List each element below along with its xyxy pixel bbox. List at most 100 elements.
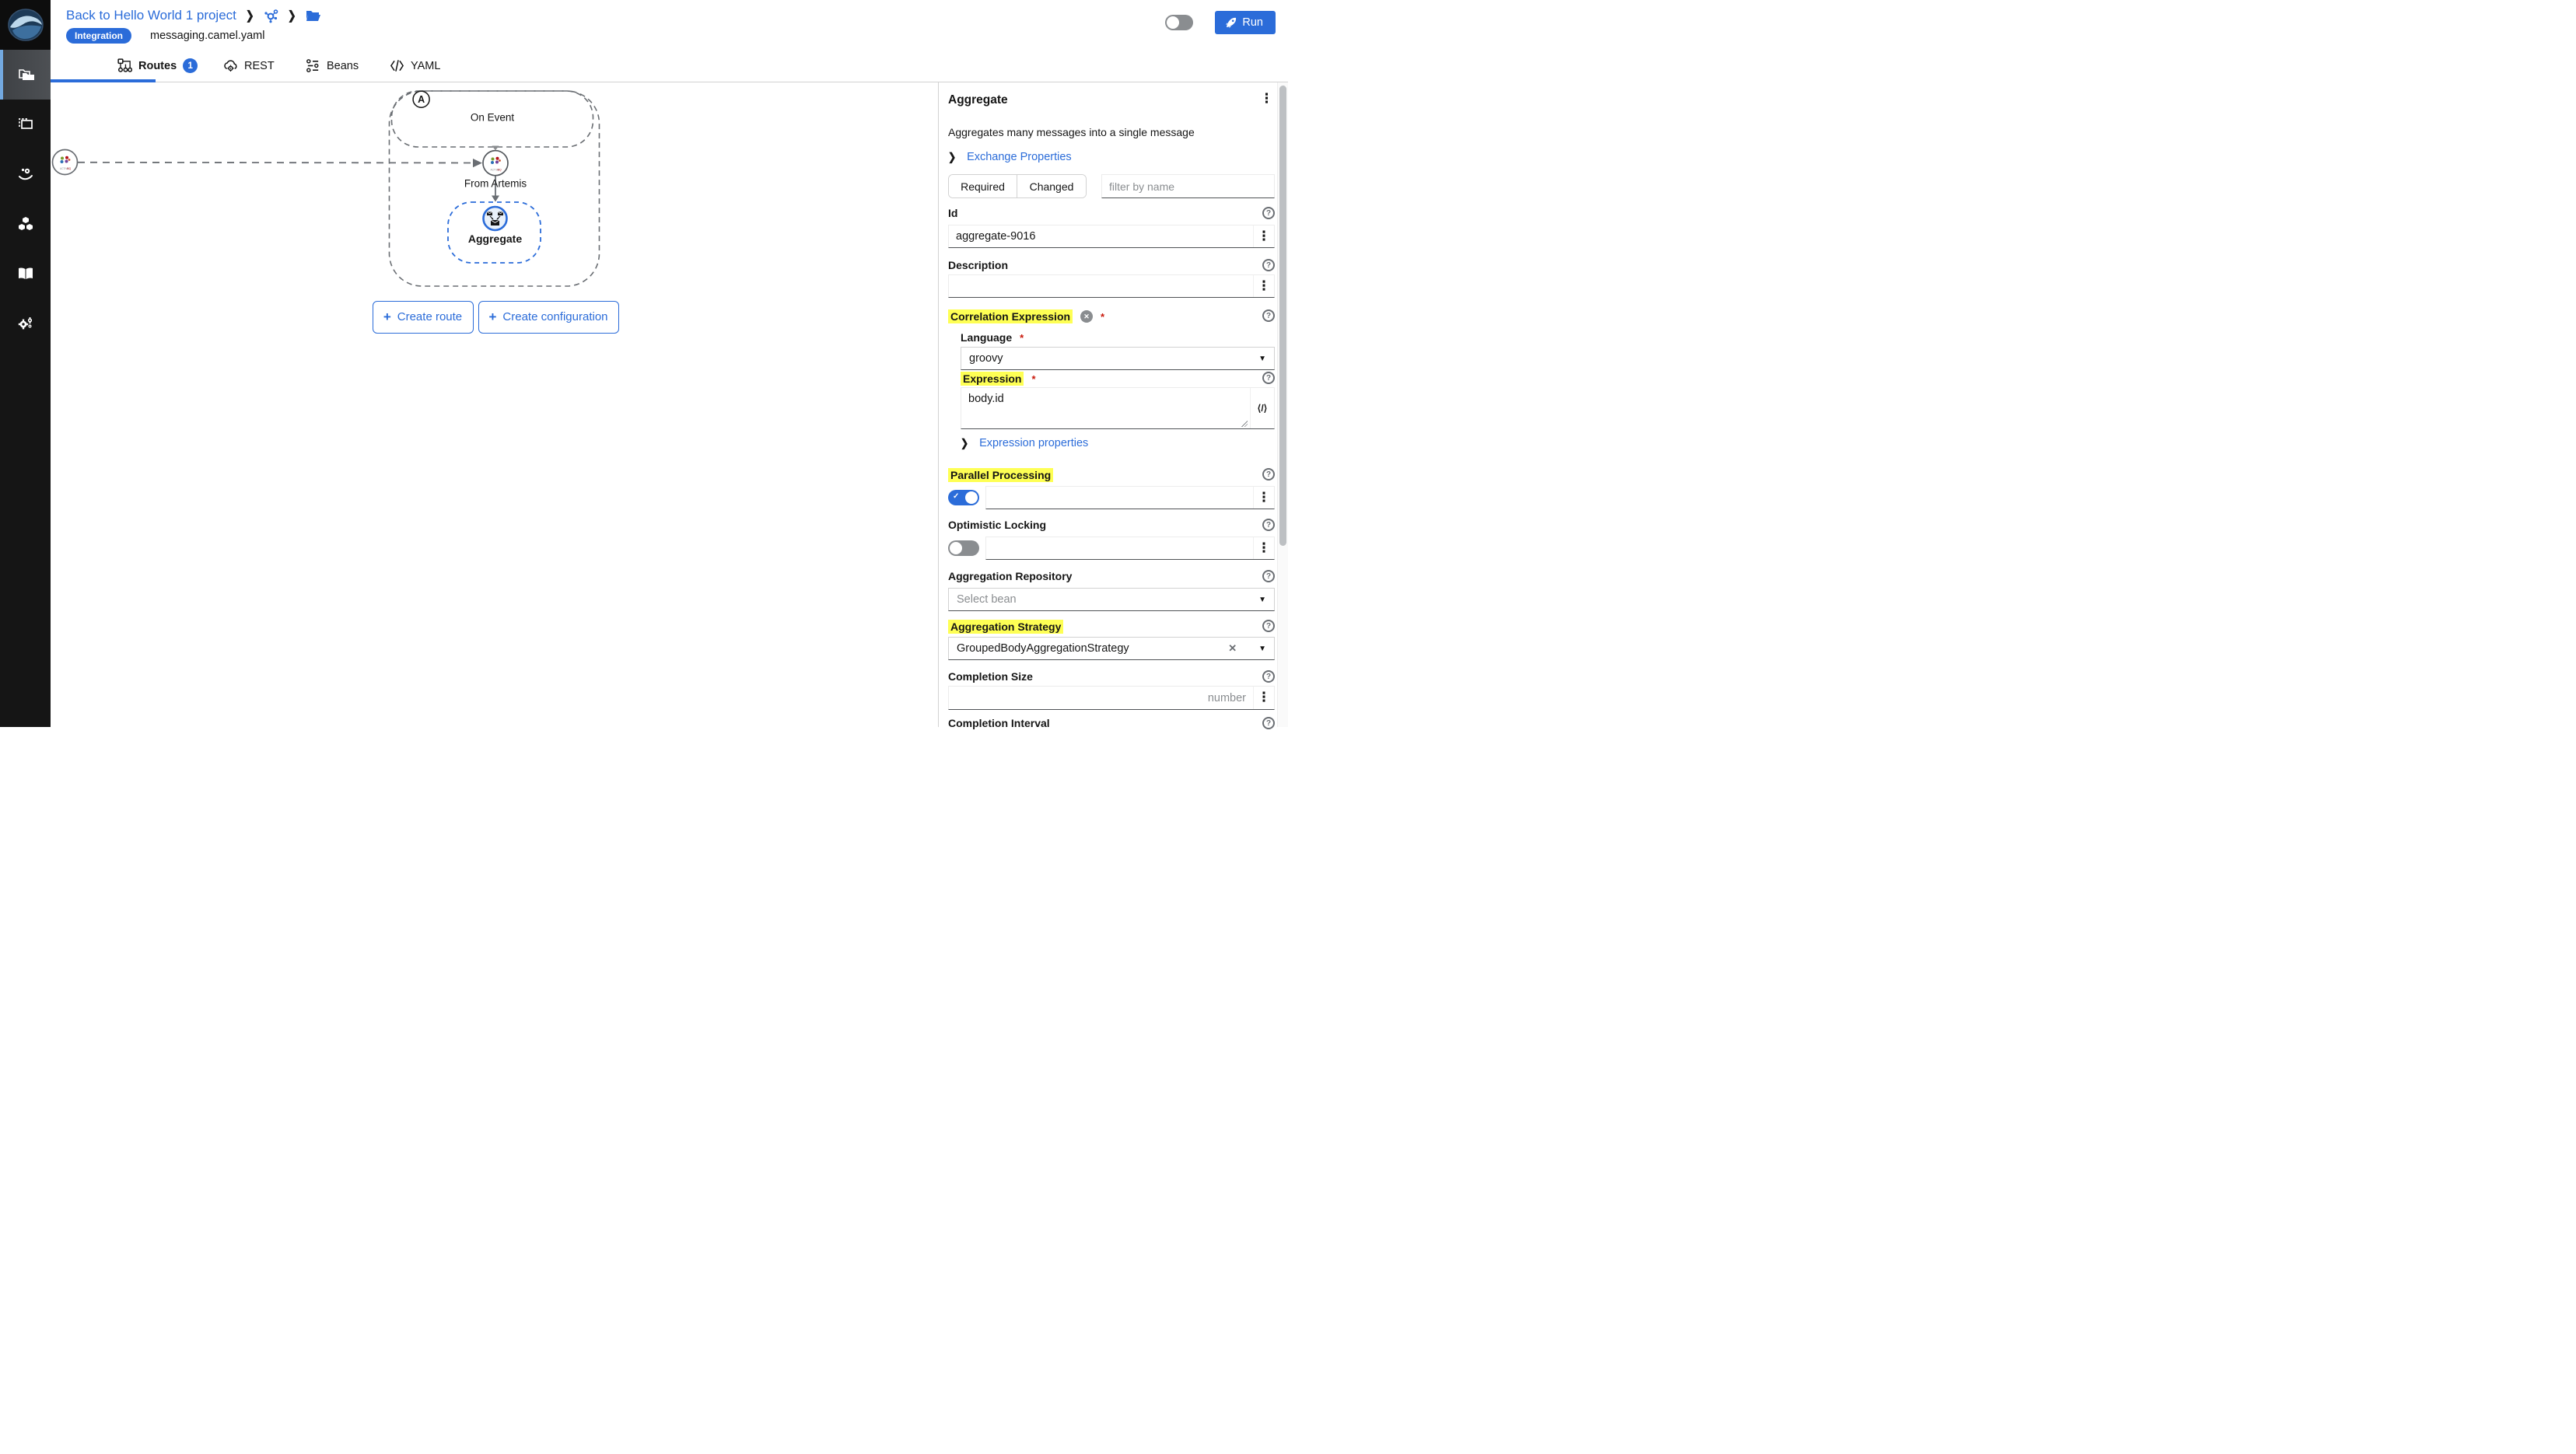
tab-routes[interactable]: Routes 1 <box>117 49 198 82</box>
help-icon[interactable]: ? <box>1262 670 1275 683</box>
tab-beans[interactable]: Beans <box>306 49 359 82</box>
description-label: Description <box>948 259 1009 271</box>
karavan-designer: Back to Hello World 1 project ❯ ❯ Integr… <box>0 0 1288 729</box>
designer-tabs: Routes 1 REST Beans <box>51 49 1288 82</box>
aggregation-repository-select[interactable]: Select bean ▼ <box>948 588 1275 611</box>
filter-row: Required Changed <box>948 174 1275 198</box>
optimistic-locking-toggle[interactable] <box>948 540 979 556</box>
sidebar-item-services[interactable] <box>0 149 51 199</box>
sidebar-item-knowledgebase[interactable] <box>0 249 51 299</box>
aggregation-strategy-select[interactable]: GroupedBodyAggregationStrategy ✕ ▼ <box>948 637 1275 660</box>
clone-icon <box>18 118 33 129</box>
sidebar-item-settings[interactable] <box>0 299 51 348</box>
chevron-right-icon: ❯ <box>961 436 969 450</box>
breadcrumb: Back to Hello World 1 project ❯ ❯ <box>66 6 321 25</box>
filter-by-name-input[interactable] <box>1101 174 1275 198</box>
header-toggle[interactable] <box>1165 15 1194 30</box>
expression-textarea[interactable]: body.id <box>961 388 1250 428</box>
id-input[interactable] <box>949 225 1253 247</box>
plus-icon: + <box>383 309 391 324</box>
sidebar-item-components[interactable] <box>0 199 51 249</box>
parallel-processing-input[interactable] <box>986 487 1253 509</box>
exchange-properties-expander[interactable]: ❯ Exchange Properties <box>948 150 1072 164</box>
parallel-processing-toggle[interactable]: ✓ <box>948 490 979 505</box>
code-icon <box>390 60 404 72</box>
field-kebab-icon[interactable]: ⋮ <box>1257 489 1271 505</box>
properties-panel: Aggregate ⋮ Aggregates many messages int… <box>938 82 1288 729</box>
folders-icon <box>18 69 34 80</box>
from-node-label[interactable]: From Artemis <box>464 177 527 190</box>
id-field: ⋮ <box>948 225 1275 248</box>
panel-scrollbar[interactable] <box>1277 82 1288 727</box>
tab-rest[interactable]: REST <box>223 49 275 82</box>
file-row: Integration messaging.camel.yaml <box>66 28 264 44</box>
integration-molecule-icon[interactable] <box>264 9 278 23</box>
help-icon[interactable]: ? <box>1262 207 1275 219</box>
help-icon[interactable]: ? <box>1262 519 1275 531</box>
help-icon[interactable]: ? <box>1262 372 1275 384</box>
routes-icon <box>117 58 132 72</box>
parallel-processing-field: ⋮ <box>985 486 1275 509</box>
chevron-right-icon: ❯ <box>245 8 254 23</box>
camel-logo-icon <box>7 9 44 41</box>
activemq-logo <box>60 156 71 163</box>
aggregate-node-label[interactable]: Aggregate <box>467 232 523 245</box>
language-select[interactable]: groovy ▼ <box>961 347 1275 370</box>
create-configuration-button[interactable]: + Create configuration <box>478 300 619 334</box>
optimistic-locking-input[interactable] <box>986 537 1253 559</box>
open-folder-icon[interactable] <box>306 9 321 23</box>
code-editor-icon[interactable]: ⟨/⟩ <box>1250 388 1274 428</box>
field-kebab-icon[interactable]: ⋮ <box>1257 278 1271 294</box>
help-icon[interactable]: ? <box>1262 259 1275 271</box>
required-asterisk: * <box>1031 372 1036 385</box>
help-icon[interactable]: ? <box>1262 468 1275 481</box>
expression-label: Expression <box>961 372 1024 386</box>
karavan-logo[interactable] <box>0 0 51 50</box>
completion-size-input[interactable] <box>949 687 1253 709</box>
left-sidebar <box>0 0 51 727</box>
field-kebab-icon[interactable]: ⋮ <box>1257 540 1271 556</box>
help-icon[interactable]: ? <box>1262 570 1275 582</box>
svg-text:ACTIVE: ACTIVE <box>60 167 69 170</box>
on-event-label[interactable]: On Event <box>470 111 515 124</box>
group-badge: A <box>418 93 425 105</box>
completion-interval-label: Completion Interval <box>948 717 1050 729</box>
rocket-icon <box>1226 17 1237 28</box>
filter-changed-button[interactable]: Changed <box>1017 175 1086 197</box>
active-tab-indicator <box>51 79 156 82</box>
expression-properties-expander[interactable]: ❯ Expression properties <box>961 436 1089 450</box>
tab-yaml[interactable]: YAML <box>390 49 440 82</box>
sidebar-item-projects[interactable] <box>0 50 51 100</box>
sidebar-item-templates[interactable] <box>0 100 51 149</box>
help-icon[interactable]: ? <box>1262 717 1275 729</box>
required-asterisk: * <box>1101 310 1105 323</box>
run-button[interactable]: Run <box>1215 11 1276 34</box>
language-label: Language <box>961 331 1013 344</box>
hand-gears-icon <box>18 168 33 180</box>
back-to-project-link[interactable]: Back to Hello World 1 project <box>66 8 236 23</box>
create-route-button[interactable]: + Create route <box>372 300 474 334</box>
route-canvas[interactable]: ACTIVE MQ ACTIVE MQ A On Event From A <box>51 82 938 727</box>
filter-required-button[interactable]: Required <box>949 175 1017 197</box>
field-kebab-icon[interactable]: ⋮ <box>1257 690 1271 705</box>
required-asterisk: * <box>1020 331 1024 344</box>
description-input[interactable] <box>949 275 1253 297</box>
clear-selection-icon[interactable]: ✕ <box>1228 642 1237 654</box>
help-icon[interactable]: ? <box>1262 620 1275 632</box>
cubes-icon <box>18 217 33 230</box>
completion-size-field: ⋮ <box>948 686 1275 710</box>
help-icon[interactable]: ? <box>1262 309 1275 322</box>
caret-down-icon: ▼ <box>1258 595 1266 604</box>
id-label: Id <box>948 207 958 219</box>
scrollbar-thumb[interactable] <box>1279 86 1286 546</box>
check-icon: ✓ <box>953 492 960 501</box>
resize-handle[interactable] <box>1241 421 1248 427</box>
panel-menu-kebab-icon[interactable]: ⋮ <box>1260 91 1273 107</box>
field-kebab-icon[interactable]: ⋮ <box>1257 228 1271 244</box>
top-header: Back to Hello World 1 project ❯ ❯ Integr… <box>51 0 1288 49</box>
svg-text:MQ: MQ <box>498 169 502 172</box>
svg-text:MQ: MQ <box>67 167 72 170</box>
clear-icon[interactable]: ✕ <box>1080 310 1094 323</box>
aggregation-strategy-label: Aggregation Strategy <box>948 620 1064 634</box>
caret-down-icon: ▼ <box>1258 644 1266 653</box>
